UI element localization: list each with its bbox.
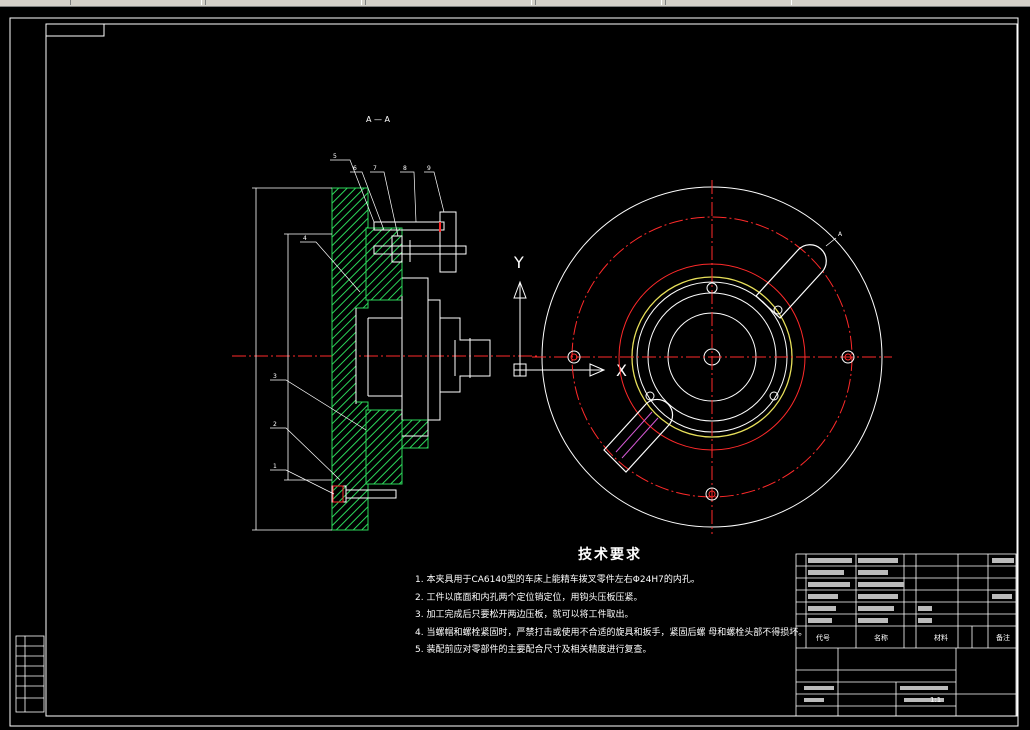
part-callout-number: 2 <box>273 421 277 428</box>
table-header: 材料 <box>934 633 948 642</box>
part-callout-number: 7 <box>373 165 377 172</box>
document-tab[interactable] <box>365 0 532 5</box>
cad-drawing-canvas[interactable]: A — A <box>0 6 1030 730</box>
list-item: 3. 加工完成后只要松开两边压板，就可以将工件取出。 <box>415 610 634 620</box>
sheet-outer-border <box>9 17 1019 727</box>
list-item: 4. 当螺帽和螺栓紧固时，严禁打击或使用不合适的旋具和扳手，紧固后螺 母和螺栓头… <box>415 627 808 638</box>
table-header: 名称 <box>874 633 888 642</box>
document-tab[interactable] <box>535 0 662 5</box>
title-block <box>795 553 1017 717</box>
revision-stamp-table <box>15 635 45 713</box>
tech-requirements-list: 1. 本夹具用于CA6140型的车床上能精车拨叉零件左右Φ24H7的内孔。 2.… <box>415 572 807 660</box>
axis-y-label: Y <box>513 253 524 272</box>
title-block-faint-text <box>804 558 1014 702</box>
plan-view <box>532 180 892 534</box>
axis-x-label: X <box>616 361 627 380</box>
window-tab-bar <box>0 0 1030 7</box>
document-tab[interactable] <box>205 0 362 5</box>
table-header: 备注 <box>996 633 1010 642</box>
tech-requirements-title: 技术要求 <box>578 547 642 563</box>
ucs-axis-icon <box>513 280 606 377</box>
document-tab[interactable] <box>665 0 792 5</box>
part-callout-number: 1 <box>273 463 277 470</box>
part-callout-number: 5 <box>333 153 337 160</box>
list-item: 2. 工件以底面和内孔两个定位销定位，用钩头压板压紧。 <box>415 592 643 603</box>
lower-clamp-block <box>365 409 403 485</box>
part-callout-number: 3 <box>273 373 277 380</box>
sheet-inner-border <box>45 23 1018 717</box>
section-view <box>232 159 540 531</box>
part-callout-number: 6 <box>353 165 357 172</box>
corner-label-box <box>45 23 105 37</box>
upper-clamp-block <box>365 227 403 301</box>
part-callout-number: 4 <box>303 235 307 242</box>
table-header: 代号 <box>816 633 830 642</box>
scale-value: 1:1 <box>930 696 941 704</box>
document-tab[interactable] <box>70 0 202 5</box>
list-item: 1. 本夹具用于CA6140型的车床上能精车拨叉零件左右Φ24H7的内孔。 <box>415 575 700 585</box>
view-label: A <box>838 231 843 238</box>
part-callout-number: 9 <box>427 165 431 172</box>
list-item: 5. 装配前应对零部件的主要配合尺寸及相关精度进行复查。 <box>415 645 652 655</box>
section-label: A — A <box>366 115 391 124</box>
part-callout-number: 8 <box>403 165 407 172</box>
